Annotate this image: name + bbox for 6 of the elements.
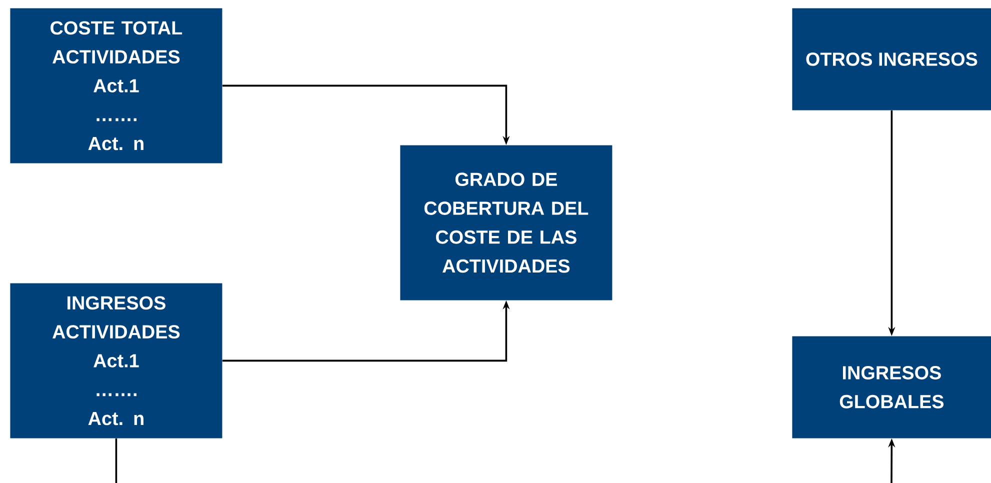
process-box: OTROS INGRESOS — [792, 8, 991, 110]
process-box: INGRESOS GLOBALES — [792, 336, 991, 438]
process-box: INGRESOS ACTIVIDADES Act.1 ……. Act. n — [10, 283, 222, 438]
process-box: GRADO DE COBERTURA DEL COSTE DE LAS ACTIVIDADES — [400, 145, 612, 300]
connector-line — [115, 438, 118, 483]
process-box: COSTE TOTAL ACTIVIDADES Act.1 ……. Act. n — [10, 8, 222, 164]
